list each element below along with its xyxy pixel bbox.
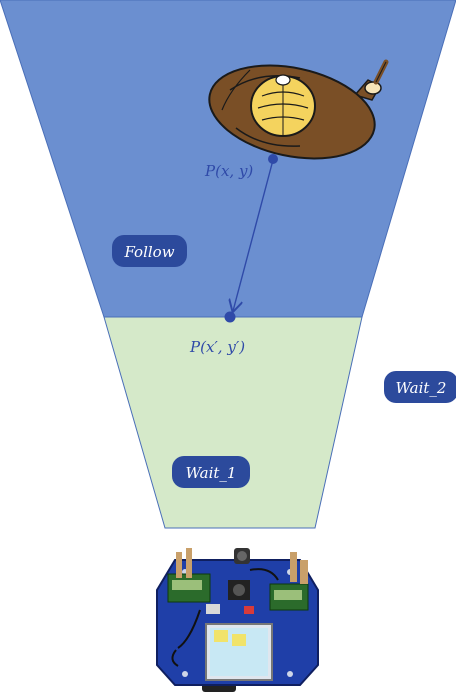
wait-2-label-pill: Wait_2 [384,371,456,403]
wait-2-label: Wait_2 [396,379,447,397]
robot-platform-icon [156,548,319,692]
wait-1-label: Wait_1 [186,464,237,482]
movement-arrow [233,159,274,311]
end-point-label: P(x′, y′) [189,338,245,356]
follow-zone [0,0,456,318]
start-point-label: P(x, y) [204,162,253,180]
wait-1-zone [103,316,363,529]
follow-label: Follow [123,243,174,261]
wait-1-label-pill: Wait_1 [172,456,250,488]
start-point [268,154,278,164]
follow-label-pill: Follow [112,235,187,267]
end-point [224,311,236,323]
person-topdown-icon [208,59,389,160]
